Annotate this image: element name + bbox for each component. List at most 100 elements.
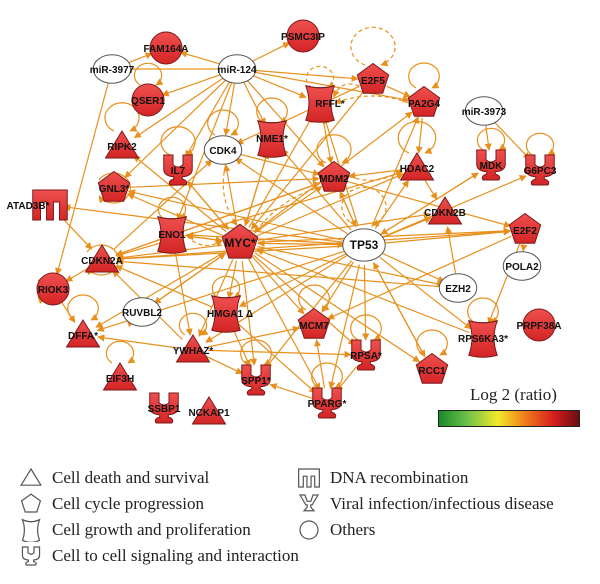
edge-TP53-ENO1 bbox=[186, 231, 345, 245]
receptor-shape bbox=[351, 339, 381, 371]
pentagon-shape bbox=[415, 352, 449, 384]
node-label: MYC* bbox=[224, 236, 256, 250]
node-label: GNL3* bbox=[99, 184, 130, 195]
edge-E2F2-CDKN2A bbox=[116, 230, 511, 263]
node-cdk4: CDK4 bbox=[203, 135, 243, 165]
legend-label: Others bbox=[330, 520, 376, 539]
receptor-shape bbox=[163, 154, 193, 186]
node-label: ENO1 bbox=[158, 230, 186, 241]
edge-E2F2-MCM7 bbox=[327, 235, 512, 320]
edge-miR-3977-FAM164A bbox=[125, 52, 153, 65]
legend-item-receptor: Cell to cell signaling and interaction bbox=[18, 544, 299, 568]
edge-miR-124-FAM164A bbox=[179, 50, 223, 66]
edge-MDK-TP53 bbox=[380, 172, 479, 235]
node-label: DFFA* bbox=[68, 331, 98, 342]
node-label: NME1* bbox=[256, 134, 288, 145]
node-label: MDK bbox=[480, 161, 504, 172]
edge-miR-3973-MDK bbox=[484, 125, 492, 151]
node-label: HDAC2 bbox=[400, 164, 435, 175]
node-eno1: ENO1 bbox=[156, 216, 188, 254]
pentagon-shape bbox=[407, 85, 441, 117]
node-label: E2F2 bbox=[513, 226, 537, 237]
node-pa2g4: PA2G4 bbox=[407, 85, 441, 117]
node-prpf38a: PRPF38A bbox=[516, 308, 562, 342]
pentagon-shape bbox=[508, 212, 542, 244]
hourglass-icon bbox=[21, 518, 41, 542]
triangle-shape bbox=[102, 362, 138, 391]
triangle-shape bbox=[84, 244, 120, 273]
node-label: RCC1 bbox=[418, 366, 446, 377]
edge-miR-124-GNL3 bbox=[124, 78, 227, 179]
edge-IL7-MYC bbox=[187, 181, 229, 230]
edge-PPARG-SPP1 bbox=[269, 383, 313, 399]
node-label: QSER1 bbox=[131, 96, 165, 107]
self-loop-CDK4 bbox=[207, 109, 239, 136]
self-loop-NME1 bbox=[256, 97, 288, 124]
edge-TP53-G6PC3 bbox=[382, 175, 527, 238]
self-loop-RPSA bbox=[350, 314, 382, 341]
circle-shape bbox=[131, 83, 165, 117]
circle-shape bbox=[149, 31, 183, 65]
node-fam164a: FAM164A bbox=[143, 31, 189, 65]
dashed-edge-MDM2-MYC bbox=[254, 185, 322, 234]
edge-MYC-MDM2 bbox=[254, 186, 323, 234]
node-ywhaz: YWHAZ* bbox=[173, 334, 213, 363]
edge-MYC-MCM7 bbox=[251, 255, 305, 315]
edge-HDAC2-CDKN2B bbox=[424, 180, 438, 200]
edge-CDKN2A-RIOK3 bbox=[65, 267, 90, 282]
receptor-icon bbox=[21, 546, 41, 566]
node-label: ATAD3B* bbox=[7, 201, 50, 212]
edge-ENO1-MYC bbox=[186, 235, 223, 244]
legend-label: Cell growth and proliferation bbox=[52, 520, 251, 539]
node-ripk2: RIPK2 bbox=[104, 130, 140, 159]
viral-icon bbox=[298, 494, 320, 512]
pentagon-shape bbox=[317, 160, 351, 192]
edge-GNL3-MDM2 bbox=[128, 175, 320, 188]
other-shape bbox=[122, 297, 162, 327]
edge-MYC-PPARG bbox=[248, 258, 321, 391]
pentagon-icon bbox=[20, 493, 42, 513]
node-eif3h: EIF3H bbox=[102, 362, 138, 391]
triangle-shape bbox=[399, 152, 435, 181]
edge-YWHAZ-RPSA bbox=[207, 349, 352, 359]
node-hmga1: HMGA1 Δ bbox=[207, 295, 253, 333]
circle-icon bbox=[299, 520, 319, 540]
node-label: MCM7 bbox=[299, 321, 329, 332]
triangle-shape bbox=[191, 396, 227, 425]
self-loop-TP53 bbox=[341, 186, 387, 227]
node-tp53: TP53 bbox=[342, 228, 386, 262]
legend-label: DNA recombination bbox=[330, 468, 469, 487]
edge-RPS6KA3-MYC bbox=[256, 248, 470, 334]
edge-TP53-NME1 bbox=[281, 148, 352, 231]
node-label: EIF3H bbox=[106, 374, 134, 385]
triangle-shape bbox=[65, 319, 101, 348]
edge-TP53-HMGA1 bbox=[238, 253, 347, 307]
edge-YWHAZ-MCM7 bbox=[207, 325, 301, 348]
edge-ATAD3B-CDKN2A bbox=[59, 214, 93, 250]
self-loops-layer bbox=[37, 26, 556, 389]
edge-TP53-PPARG bbox=[328, 264, 360, 390]
edge-MYC-CDKN2B bbox=[257, 211, 431, 241]
dashed-edge-PA2G4-RFFL bbox=[334, 95, 410, 105]
edge-EZH2-CDKN2A bbox=[116, 258, 444, 288]
edge-E2F5-MYC bbox=[250, 91, 364, 230]
node-hdac2: HDAC2 bbox=[399, 152, 435, 181]
edge-MYC-RFFL bbox=[248, 115, 314, 228]
node-cdkn2a: CDKN2A bbox=[81, 244, 123, 273]
edge-HDAC2-MDM2 bbox=[348, 169, 403, 180]
edge-miR-124-CDK4 bbox=[223, 83, 235, 136]
legend-item-triangle: Cell death and survival bbox=[18, 466, 209, 490]
edge-MDM2-TP53 bbox=[339, 191, 357, 228]
dna-icon bbox=[298, 468, 320, 488]
legend-item-viral: Viral infection/infectious disease bbox=[296, 492, 554, 516]
node-rcc1: RCC1 bbox=[415, 352, 449, 384]
node-mdm2: MDM2 bbox=[317, 160, 351, 192]
self-loop-MCM7 bbox=[298, 284, 330, 311]
edge-MYC-DFFA bbox=[95, 251, 225, 328]
edge-PA2G4-HDAC2 bbox=[415, 117, 423, 154]
node-label: RUVBL2 bbox=[122, 308, 162, 319]
self-loop-HDAC2 bbox=[397, 121, 437, 154]
node-rpsa: RPSA* bbox=[350, 339, 382, 371]
self-loop-ENO1 bbox=[157, 196, 188, 220]
edge-E2F5-CDK4 bbox=[235, 85, 360, 145]
